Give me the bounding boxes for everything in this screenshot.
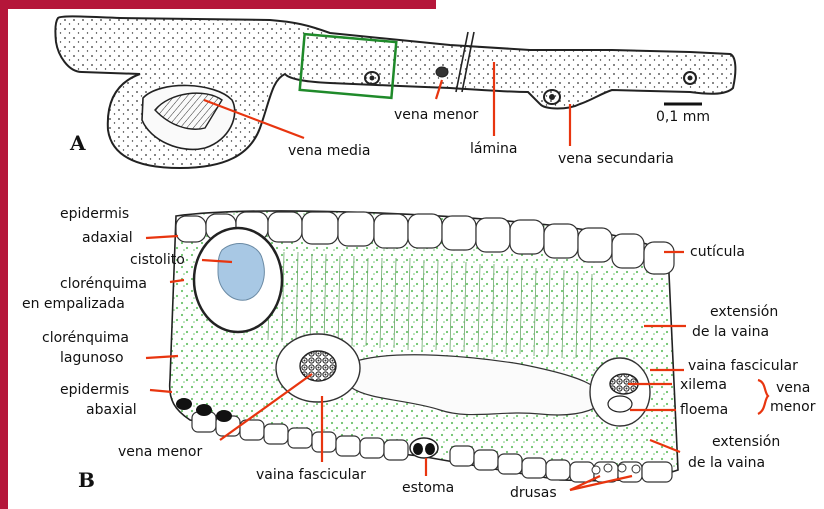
label-extension-vaina-top-1: extensión (710, 304, 778, 320)
scale-label: 0,1 mm (656, 109, 710, 125)
label-clorenquima-emp-2: en empalizada (22, 296, 125, 312)
label-drusas: drusas (510, 485, 557, 501)
label-vena-media: vena media (288, 143, 370, 159)
phloem (608, 396, 632, 412)
label-extension-vaina-bottom-2: de la vaina (688, 455, 765, 471)
top-accent-bar (0, 0, 436, 9)
label-extension-vaina-bottom-1: extensión (712, 434, 780, 450)
label-extension-vaina-top-2: de la vaina (692, 324, 769, 340)
label-cistolito: cistolito (130, 252, 185, 268)
label-cuticula: cutícula (690, 244, 745, 260)
leader-epidermis-adaxial (146, 236, 178, 238)
label-estoma: estoma (402, 480, 454, 496)
label-vena-menor-r-1: vena (776, 380, 810, 396)
label-epidermis-adaxial-2: adaxial (82, 230, 133, 246)
brace-vena-menor (758, 380, 768, 414)
label-vena-secundaria: vena secundaria (558, 151, 674, 167)
minor-vein-b (300, 351, 336, 381)
label-vaina-fascicular-r: vaina fascicular (688, 358, 798, 374)
label-clorenquima-lag-2: lagunoso (60, 350, 124, 366)
label-lamina: lámina (470, 141, 517, 157)
stoma (410, 438, 438, 458)
label-xilema: xilema (680, 377, 727, 393)
label-epidermis-adaxial-1: epidermis (60, 206, 129, 222)
cystolith (218, 244, 264, 301)
label-vena-menor-b: vena menor (118, 444, 202, 460)
panel-b-letter: B (78, 468, 95, 492)
minor-vein-a (436, 67, 448, 77)
leader-epidermis-abaxial (150, 390, 172, 392)
label-clorenquima-emp-1: clorénquima (60, 276, 147, 292)
panel-b-cross-section: B epidermis adaxial cistolito clorénquim… (22, 206, 816, 501)
label-vaina-fascicular-b: vaina fascicular (256, 467, 366, 483)
panel-a-letter: A (69, 131, 86, 155)
label-clorenquima-lag-1: clorénquima (42, 330, 129, 346)
left-accent-bar (0, 0, 8, 509)
label-vena-menor-a: vena menor (394, 107, 478, 123)
label-epidermis-abaxial-2: abaxial (86, 402, 137, 418)
panel-a-leaf-section: 0,1 mm A vena media vena menor lámina ve… (55, 16, 735, 168)
label-floema: floema (680, 402, 728, 418)
label-epidermis-abaxial-1: epidermis (60, 382, 129, 398)
label-vena-menor-r-2: menor (770, 399, 816, 415)
